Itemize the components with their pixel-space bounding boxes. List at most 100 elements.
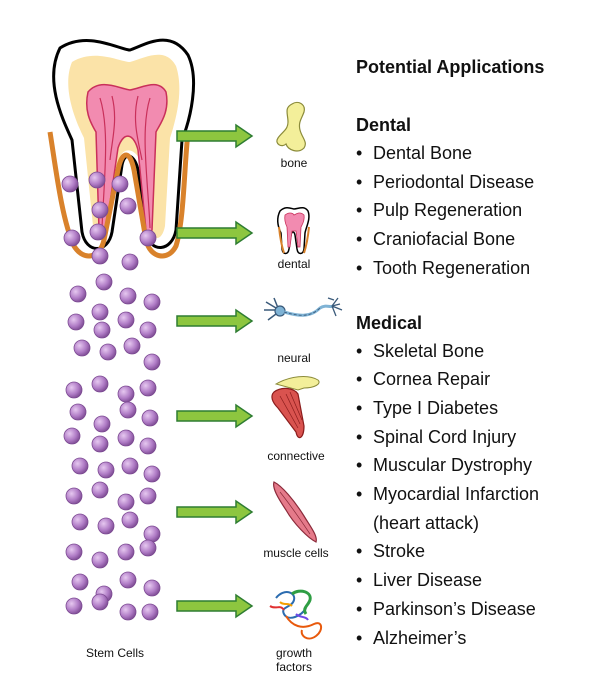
list-item: Cornea Repair [356, 365, 596, 394]
stem-cell [88, 171, 106, 189]
dental-section: Dental Dental Bone Periodontal Disease P… [356, 113, 596, 283]
stem-cell [143, 465, 161, 483]
stem-cell [121, 457, 139, 475]
stem-cell [91, 593, 109, 611]
stem-cell [139, 379, 157, 397]
list-item: Skeletal Bone [356, 337, 596, 366]
stem-cell [117, 385, 135, 403]
protein-icon [269, 589, 322, 640]
stem-cell [91, 375, 109, 393]
stem-cell [69, 403, 87, 421]
gum-line [47, 131, 191, 259]
bone-icon [276, 101, 306, 152]
stem-cell [71, 457, 89, 475]
tooth-icon [277, 206, 310, 255]
list-item: Liver Disease [356, 566, 596, 595]
stem-cell-cluster [61, 171, 161, 621]
tooth-illustration [47, 38, 196, 259]
stem-cell [65, 381, 83, 399]
stem-cell [121, 253, 139, 271]
stem-cell [117, 429, 135, 447]
list-item: Spinal Cord Injury [356, 423, 596, 452]
list-item: Tooth Regeneration [356, 254, 596, 283]
medical-list: Skeletal Bone Cornea Repair Type I Diabe… [356, 337, 596, 653]
list-item-continuation: (heart attack) [373, 512, 480, 533]
stem-cell [91, 201, 109, 219]
stem-cell [91, 303, 109, 321]
tendon-icon [271, 376, 320, 439]
stem-cell [71, 513, 89, 531]
stem-cell [139, 487, 157, 505]
stem-cell [119, 287, 137, 305]
stem-cell [119, 197, 137, 215]
arrow-6 [176, 593, 254, 619]
list-item: Pulp Regeneration [356, 196, 596, 225]
stem-cell [139, 539, 157, 557]
stem-cell [67, 313, 85, 331]
stem-cell [139, 229, 157, 247]
stem-cell [63, 229, 81, 247]
stem-cell [97, 517, 115, 535]
arrow-2 [176, 220, 254, 246]
arrows [176, 123, 254, 619]
stem-cell [141, 603, 159, 621]
stem-cell [111, 175, 129, 193]
target-label-muscle-cells: muscle cells [263, 546, 329, 560]
stem-cell [119, 571, 137, 589]
target-label-growth-factors: growth factors [275, 646, 313, 674]
muscle-cell-icon [273, 481, 317, 543]
list-item: Muscular Dystrophy [356, 451, 596, 480]
target-label-neural: neural [277, 351, 311, 365]
stem-cell [95, 273, 113, 291]
medical-heading: Medical [356, 312, 423, 333]
stem-cell [117, 493, 135, 511]
arrow-3 [176, 308, 254, 334]
list-item: Myocardial Infarction (heart attack) [356, 480, 596, 537]
arrow-4 [176, 403, 254, 429]
dental-heading: Dental [356, 115, 412, 135]
applications-panel: Potential Applications Dental Dental Bon… [356, 55, 596, 652]
medical-section: Medical Skeletal Bone Cornea Repair Type… [356, 311, 596, 653]
stem-cell [89, 223, 107, 241]
applications-title: Potential Applications [356, 57, 545, 77]
target-label-connective: connective [267, 449, 325, 463]
stem-cell [65, 487, 83, 505]
stem-cell [139, 437, 157, 455]
stem-cell [91, 435, 109, 453]
stem-cell [73, 339, 91, 357]
stem-cell [93, 321, 111, 339]
arrow-5 [176, 499, 254, 525]
list-item: Dental Bone [356, 139, 596, 168]
stem-cell [91, 247, 109, 265]
stem-cell [99, 343, 117, 361]
stem-cell [65, 543, 83, 561]
stem-cell [123, 337, 141, 355]
stem-cell [139, 321, 157, 339]
list-item: Type I Diabetes [356, 394, 596, 423]
stem-cell [143, 293, 161, 311]
target-label-bone: bone [280, 156, 308, 170]
stem-cell [141, 409, 159, 427]
stem-cell [93, 415, 111, 433]
dental-list: Dental Bone Periodontal Disease Pulp Reg… [356, 139, 596, 283]
list-item: Stroke [356, 537, 596, 566]
stem-cell [119, 603, 137, 621]
stem-cell [71, 573, 89, 591]
neuron-icon [264, 297, 343, 321]
list-item: Craniofacial Bone [356, 225, 596, 254]
stem-cell [117, 543, 135, 561]
stem-cell [143, 579, 161, 597]
stem-cell [65, 597, 83, 615]
stem-cell [61, 175, 79, 193]
stem-cell [69, 285, 87, 303]
stem-cell [143, 353, 161, 371]
stem-cell [97, 461, 115, 479]
stem-cell [91, 551, 109, 569]
stem-cell [121, 511, 139, 529]
stem-cells-label: Stem Cells [85, 646, 144, 660]
stem-cell [117, 311, 135, 329]
list-item: Parkinson’s Disease [356, 595, 596, 624]
stem-cell [143, 525, 161, 543]
list-item: Periodontal Disease [356, 168, 596, 197]
